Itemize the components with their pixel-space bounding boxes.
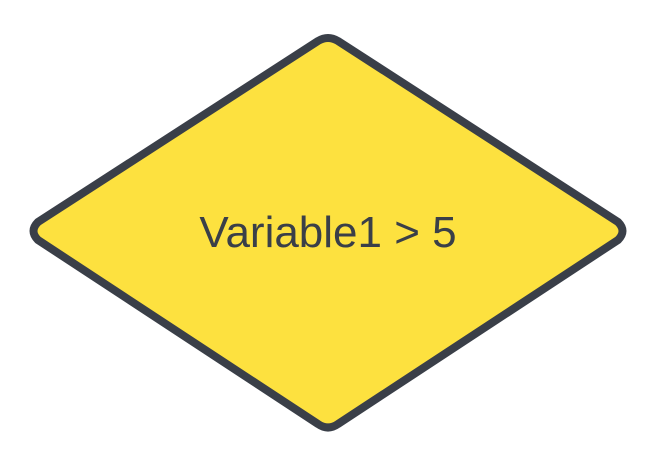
decision-diamond[interactable] [29,34,627,432]
decision-label: Variable1 > 5 [199,208,456,257]
